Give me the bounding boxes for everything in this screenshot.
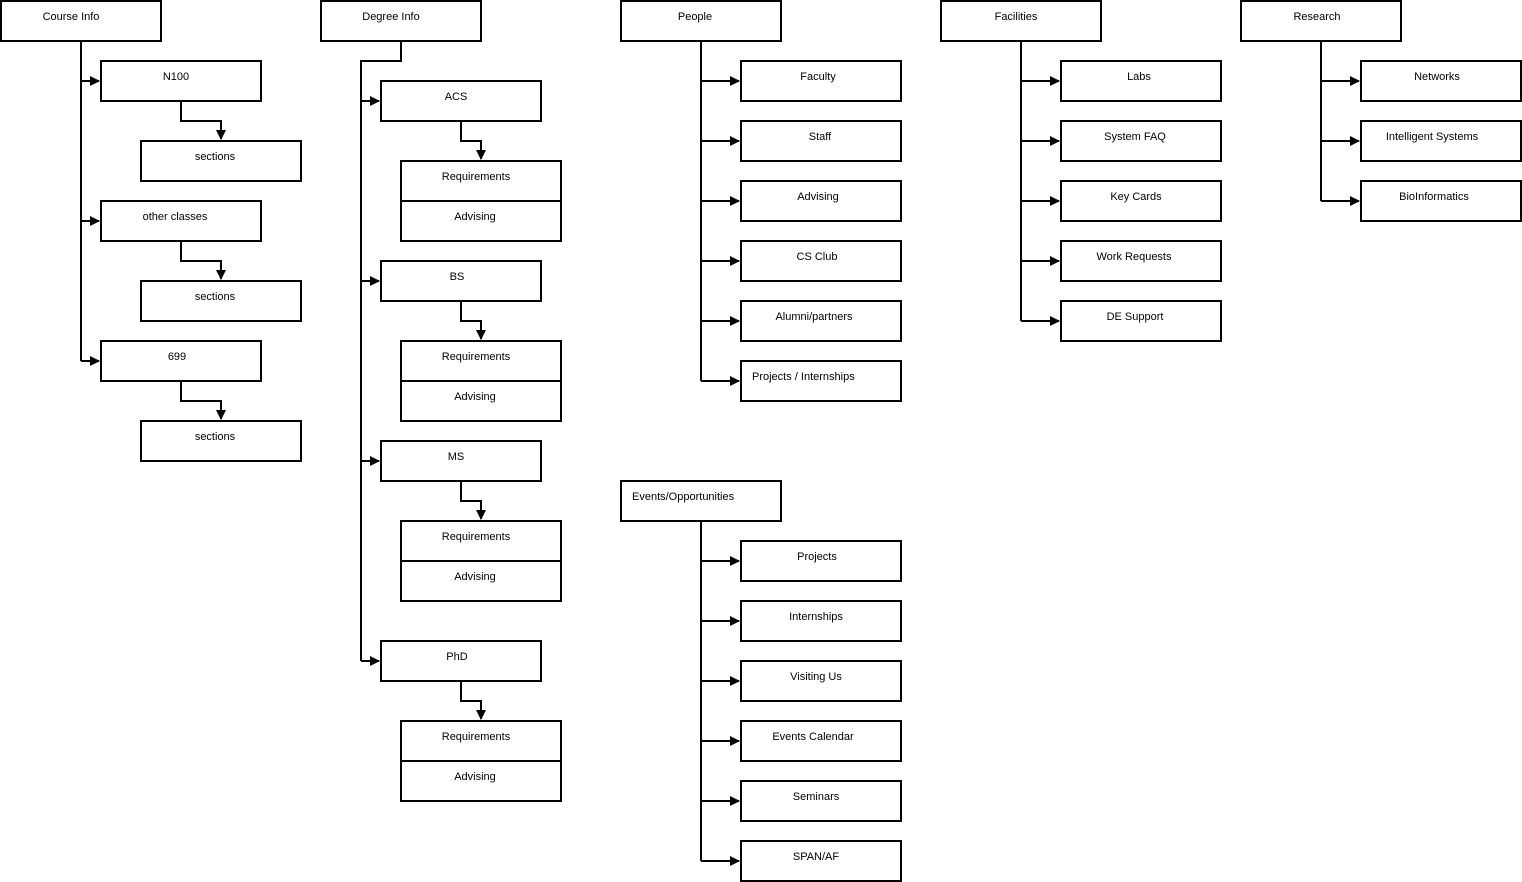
ms-node[interactable]: MS xyxy=(380,440,542,482)
node-label: Projects / Internships xyxy=(752,371,855,383)
node-label: DE Support xyxy=(1106,311,1164,323)
phd-node[interactable]: PhD xyxy=(380,640,542,682)
requirements-label[interactable]: Requirements xyxy=(441,171,511,183)
node-label: Events Calendar xyxy=(772,731,854,743)
requirements-label[interactable]: Requirements xyxy=(441,351,511,363)
other-classes-sections-node[interactable]: sections xyxy=(140,280,302,322)
node-label: 699 xyxy=(167,351,187,363)
node-label: Labs xyxy=(1127,71,1151,83)
node-label: Course Info xyxy=(42,11,100,23)
connector-other-sections xyxy=(180,241,226,280)
node-label: CS Club xyxy=(796,251,838,263)
degree-info-node[interactable]: Degree Info xyxy=(320,0,482,42)
divider xyxy=(402,200,560,202)
node-label: Degree Info xyxy=(362,11,420,23)
events-item-events-calendar[interactable]: Events Calendar xyxy=(740,720,902,762)
facilities-item-de-support[interactable]: DE Support xyxy=(1060,300,1222,342)
other-classes-node[interactable]: other classes xyxy=(100,200,262,242)
connector-n100-sections xyxy=(180,101,226,140)
events-item-projects[interactable]: Projects xyxy=(740,540,902,582)
people-item-advising[interactable]: Advising xyxy=(740,180,902,222)
node-label: sections xyxy=(194,151,236,163)
events-item-seminars[interactable]: Seminars xyxy=(740,780,902,822)
requirements-label[interactable]: Requirements xyxy=(441,731,511,743)
events-item-internships[interactable]: Internships xyxy=(740,600,902,642)
node-label: MS xyxy=(447,451,465,463)
node-label: System FAQ xyxy=(1104,131,1166,143)
node-label: Facilities xyxy=(994,11,1038,23)
node-label: BioInformatics xyxy=(1399,191,1469,203)
divider xyxy=(402,760,560,762)
divider xyxy=(402,560,560,562)
node-label: Research xyxy=(1293,11,1341,23)
n100-node[interactable]: N100 xyxy=(100,60,262,102)
node-label: Events/Opportunities xyxy=(632,491,735,503)
advising-label[interactable]: Advising xyxy=(454,571,496,583)
events-item-visiting-us[interactable]: Visiting Us xyxy=(740,660,902,702)
connector-bs-req xyxy=(460,301,486,340)
node-label: sections xyxy=(194,291,236,303)
facilities-item-labs[interactable]: Labs xyxy=(1060,60,1222,102)
node-label: BS xyxy=(449,271,465,283)
node-label: PhD xyxy=(446,651,468,663)
people-item-projects-internships[interactable]: Projects / Internships xyxy=(740,360,902,402)
facilities-item-key-cards[interactable]: Key Cards xyxy=(1060,180,1222,222)
acs-requirements-advising-node[interactable]: Requirements Advising xyxy=(400,160,562,242)
people-item-alumni-partners[interactable]: Alumni/partners xyxy=(740,300,902,342)
node-label: Projects xyxy=(797,551,837,563)
node-label: Visiting Us xyxy=(790,671,842,683)
node-label: N100 xyxy=(162,71,190,83)
node-label: sections xyxy=(194,431,236,443)
events-opportunities-node[interactable]: Events/Opportunities xyxy=(620,480,782,522)
node-label: Work Requests xyxy=(1096,251,1172,263)
node-label: Advising xyxy=(797,191,839,203)
facilities-item-work-requests[interactable]: Work Requests xyxy=(1060,240,1222,282)
bs-node[interactable]: BS xyxy=(380,260,542,302)
advising-label[interactable]: Advising xyxy=(454,391,496,403)
requirements-label[interactable]: Requirements xyxy=(441,531,511,543)
n100-sections-node[interactable]: sections xyxy=(140,140,302,182)
node-label: Key Cards xyxy=(1110,191,1162,203)
facilities-node[interactable]: Facilities xyxy=(940,0,1102,42)
connector-phd-req xyxy=(460,681,486,720)
course-info-node[interactable]: Course Info xyxy=(0,0,162,42)
node-label: SPAN/AF xyxy=(792,851,840,863)
connector-acs-req xyxy=(460,121,486,160)
connector-ms-req xyxy=(460,481,486,520)
course-699-node[interactable]: 699 xyxy=(100,340,262,382)
phd-requirements-advising-node[interactable]: Requirements Advising xyxy=(400,720,562,802)
research-item-networks[interactable]: Networks xyxy=(1360,60,1522,102)
facilities-item-system-faq[interactable]: System FAQ xyxy=(1060,120,1222,162)
research-item-intelligent-systems[interactable]: Intelligent Systems xyxy=(1360,120,1522,162)
node-label: Intelligent Systems xyxy=(1385,131,1479,143)
node-label: ACS xyxy=(444,91,468,103)
node-label: People xyxy=(677,11,713,23)
node-label: Alumni/partners xyxy=(775,311,853,323)
node-label: Staff xyxy=(808,131,832,143)
people-item-faculty[interactable]: Faculty xyxy=(740,60,902,102)
research-item-bioinformatics[interactable]: BioInformatics xyxy=(1360,180,1522,222)
node-label: Faculty xyxy=(800,71,836,83)
node-label: Internships xyxy=(789,611,843,623)
bs-requirements-advising-node[interactable]: Requirements Advising xyxy=(400,340,562,422)
divider xyxy=(402,380,560,382)
node-label: Seminars xyxy=(792,791,840,803)
acs-node[interactable]: ACS xyxy=(380,80,542,122)
connector-degree-trunk xyxy=(360,41,402,661)
node-label: Networks xyxy=(1414,71,1460,83)
node-label: other classes xyxy=(142,211,208,223)
people-node[interactable]: People xyxy=(620,0,782,42)
events-item-span-af[interactable]: SPAN/AF xyxy=(740,840,902,882)
connector-699-sections xyxy=(180,381,226,420)
advising-label[interactable]: Advising xyxy=(454,211,496,223)
ms-requirements-advising-node[interactable]: Requirements Advising xyxy=(400,520,562,602)
course-699-sections-node[interactable]: sections xyxy=(140,420,302,462)
people-item-cs-club[interactable]: CS Club xyxy=(740,240,902,282)
people-item-staff[interactable]: Staff xyxy=(740,120,902,162)
research-node[interactable]: Research xyxy=(1240,0,1402,42)
advising-label[interactable]: Advising xyxy=(454,771,496,783)
